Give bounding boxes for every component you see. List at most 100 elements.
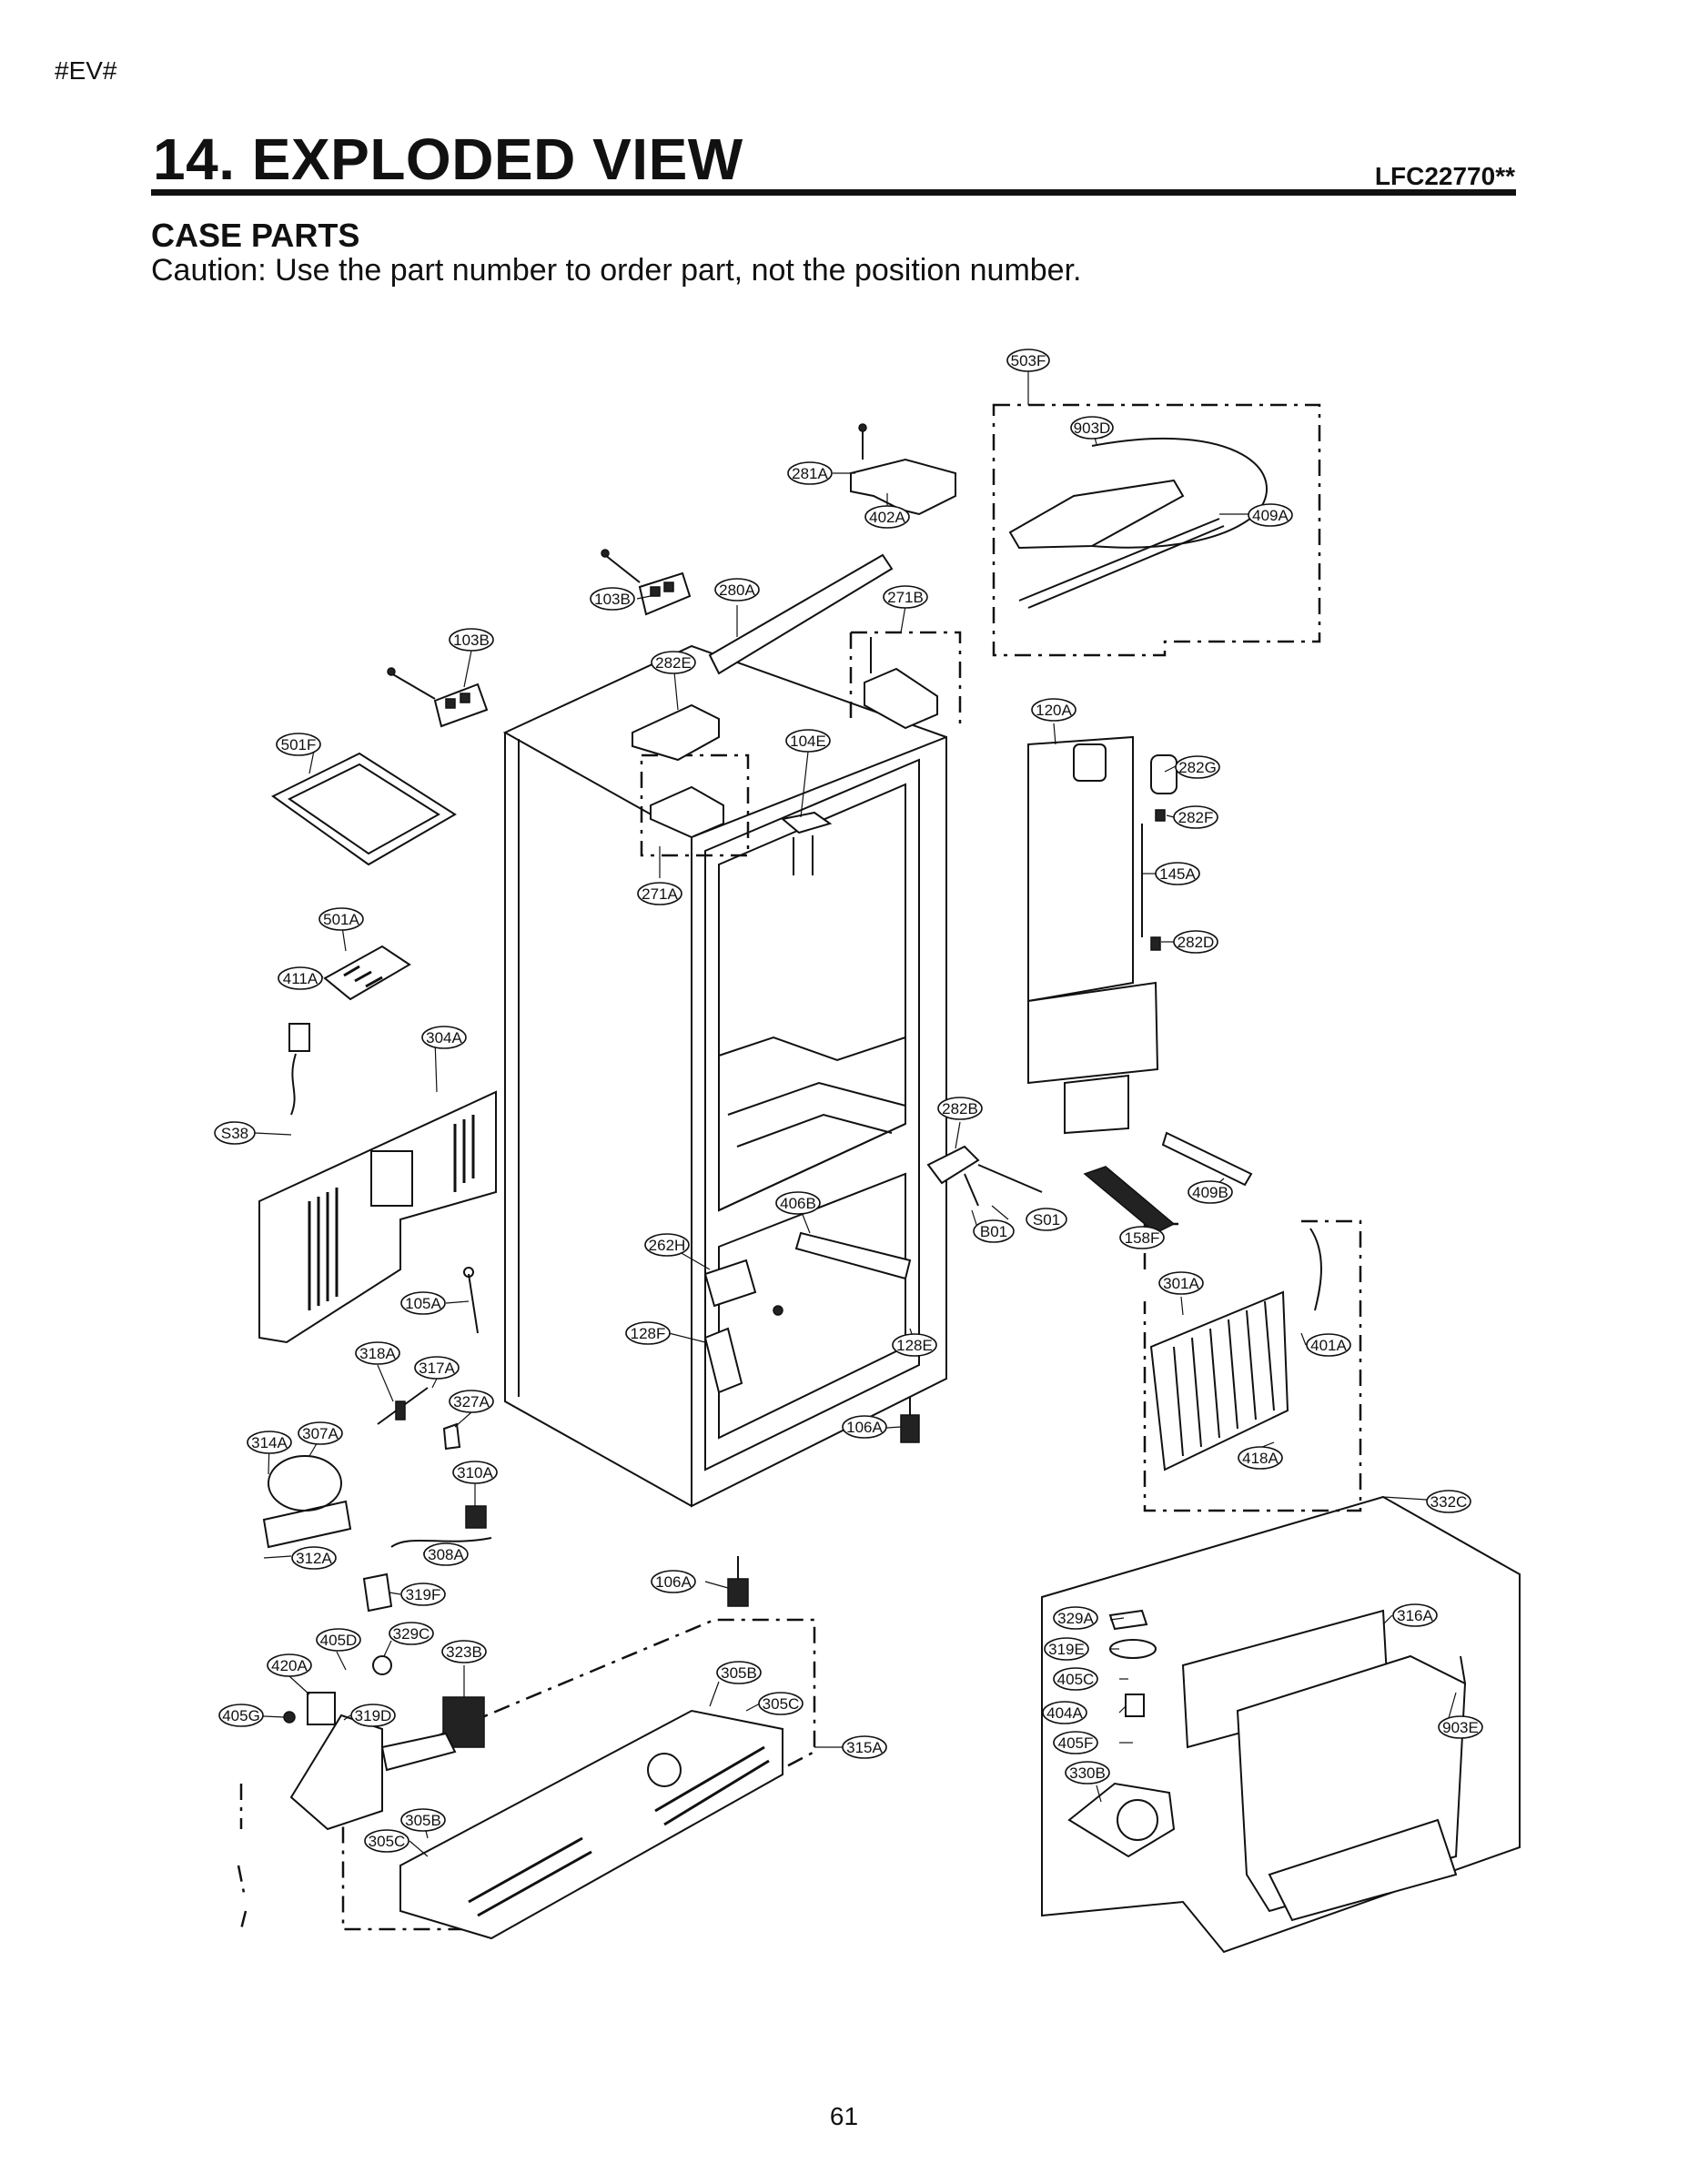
callout-903D: 903D <box>1070 416 1114 440</box>
callout-label: 304A <box>426 1029 462 1046</box>
callout-label: 310A <box>457 1464 493 1481</box>
callout-label: 903D <box>1074 420 1111 437</box>
callout-418A: 418A <box>1238 1446 1283 1470</box>
bracket-104E <box>780 811 833 875</box>
callout-319E: 319E <box>1044 1637 1089 1661</box>
callout-label: 305C <box>369 1833 406 1850</box>
callout-label: 409A <box>1252 507 1289 524</box>
callout-405F: 405F <box>1053 1731 1098 1754</box>
callout-501A: 501A <box>318 907 364 931</box>
icemaker-box-332C <box>1041 1495 1521 1954</box>
callout-label: 103B <box>453 632 490 649</box>
page-number: 61 <box>829 2102 859 2130</box>
group-box-left-parts <box>237 1784 248 1930</box>
callout-label: 308A <box>428 1546 464 1563</box>
callout-402A: 402A <box>864 505 910 529</box>
callout-305B-right: 305B <box>716 1661 762 1684</box>
callout-label: 503F <box>1011 352 1046 369</box>
callout-501F: 501F <box>276 733 321 756</box>
callout-280A: 280A <box>714 578 760 602</box>
callout-label: B01 <box>980 1223 1007 1240</box>
callout-271B: 271B <box>883 585 928 609</box>
callout-label: 330B <box>1069 1764 1106 1782</box>
callout-label: 120A <box>1036 702 1072 719</box>
callout-405C: 405C <box>1053 1667 1098 1691</box>
callout-330B: 330B <box>1065 1761 1110 1785</box>
evaporator-301A <box>1149 1228 1322 1471</box>
callout-312A: 312A <box>291 1546 337 1570</box>
callout-label: 903E <box>1442 1719 1479 1736</box>
callout-label: 411A <box>283 970 318 987</box>
compressor-307A <box>262 1455 352 1549</box>
callout-label: 323B <box>446 1643 482 1661</box>
callout-406B: 406B <box>775 1191 821 1215</box>
callout-405D: 405D <box>316 1628 361 1652</box>
hinge-bracket-282E <box>632 703 720 762</box>
callout-label: S01 <box>1033 1211 1060 1228</box>
callout-label: 405D <box>320 1632 358 1649</box>
callout-label: 316A <box>1397 1607 1433 1624</box>
guide-128F <box>703 1327 743 1394</box>
callout-105A: 105A <box>400 1291 446 1315</box>
callout-label: 405G <box>222 1707 260 1724</box>
callout-318A: 318A <box>355 1341 400 1365</box>
callout-label: 262H <box>649 1237 686 1254</box>
rail-280A <box>708 553 894 675</box>
motor-420A <box>283 1692 336 1725</box>
callout-label: 271A <box>642 885 678 903</box>
caution-note: Caution: Use the part number to order pa… <box>151 253 1082 288</box>
callout-282E: 282E <box>651 651 696 674</box>
callout-label: 282B <box>942 1100 978 1117</box>
callout-104E: 104E <box>785 729 831 753</box>
callout-label: 145A <box>1159 865 1196 883</box>
callout-304A: 304A <box>421 1026 467 1049</box>
callout-103B-top: 103B <box>590 587 635 611</box>
callout-327A: 327A <box>449 1390 494 1413</box>
back-cover-304A <box>258 1090 497 1344</box>
callout-307A: 307A <box>298 1421 343 1445</box>
overload-327A <box>442 1422 461 1451</box>
callout-405G: 405G <box>218 1704 264 1727</box>
hinge-282B <box>926 1145 1043 1207</box>
callout-label: 501A <box>323 911 359 928</box>
title-rule <box>151 189 1516 196</box>
callout-409A-top: 409A <box>1248 503 1293 527</box>
callout-label: 307A <box>302 1425 339 1442</box>
leveling-foot-106A-low <box>727 1556 749 1607</box>
callout-label: 329A <box>1057 1610 1094 1627</box>
callout-label: 406B <box>780 1195 816 1212</box>
callout-308A: 308A <box>423 1542 469 1566</box>
callout-label: 280A <box>719 581 755 599</box>
callout-label: 312A <box>296 1550 332 1567</box>
callout-401A: 401A <box>1306 1333 1351 1357</box>
dispenser-cover-503F <box>1008 431 1268 609</box>
hinge-bracket-271A <box>650 785 724 839</box>
callout-label: 405F <box>1058 1734 1094 1752</box>
callout-282G: 282G <box>1175 755 1220 779</box>
callout-903E: 903E <box>1438 1715 1483 1739</box>
model-number: LFC22770** <box>1374 162 1515 190</box>
callout-128F: 128F <box>625 1321 671 1345</box>
callout-128E: 128E <box>892 1333 937 1357</box>
section-heading: CASE PARTS <box>151 217 360 254</box>
callout-label: 327A <box>453 1393 490 1410</box>
callout-103B-left: 103B <box>449 628 494 652</box>
callout-label: 329C <box>393 1625 430 1643</box>
leveling-foot-106A-mid <box>900 1397 920 1443</box>
callout-label: 319D <box>355 1707 392 1724</box>
base-plate-315A <box>399 1709 783 1940</box>
callout-282D: 282D <box>1173 930 1218 954</box>
damper-406B <box>794 1231 912 1280</box>
condenser-323B <box>442 1696 485 1748</box>
callout-332C: 332C <box>1426 1490 1471 1513</box>
rail-409B <box>1161 1131 1253 1187</box>
bracket-103B-left <box>387 667 489 728</box>
group-box-271A <box>640 753 750 857</box>
bracket-103B-top <box>601 549 692 616</box>
bracket-319F <box>362 1572 393 1613</box>
callout-310A: 310A <box>452 1461 498 1484</box>
cover-501F <box>271 752 457 866</box>
callout-label: 128E <box>896 1337 933 1354</box>
fan-262H <box>703 1259 783 1316</box>
